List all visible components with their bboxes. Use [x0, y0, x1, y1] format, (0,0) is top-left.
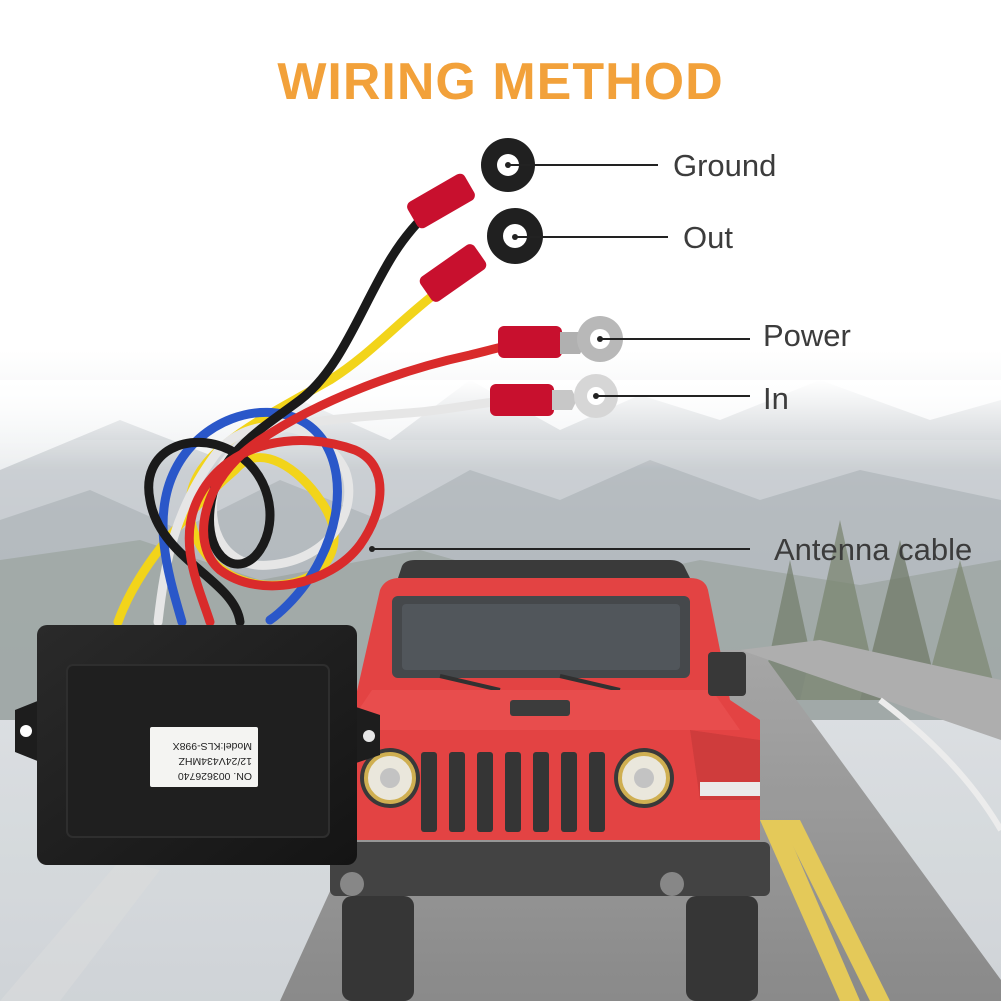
ground-label: Ground: [673, 148, 777, 183]
wire-bundle: [113, 205, 520, 627]
wire-white: [153, 397, 500, 627]
jeep-bumper: [330, 842, 770, 896]
in-label: In: [763, 381, 789, 416]
jeep: [330, 560, 770, 1001]
wire-red: [184, 339, 520, 627]
out-label: Out: [683, 220, 733, 255]
box-model-text: Model:KLS-998X: [172, 740, 252, 752]
ground-connector: [407, 173, 475, 229]
page-title: WIRING METHOD: [277, 53, 724, 111]
jeep-grille: [421, 752, 605, 832]
callout-lines: [372, 164, 750, 550]
power-connector: [498, 326, 562, 358]
box-voltage-text: 12/24V434MHZ: [178, 755, 252, 767]
box-model-sticker: ON. 003626740 12/24V434MHZ Model:KLS-998…: [150, 727, 258, 787]
jeep-mirror: [708, 652, 746, 696]
callout-dots: [369, 162, 603, 552]
jeep-headlight-left: [360, 748, 420, 808]
antenna-cable-label: Antenna cable: [774, 532, 973, 567]
out-connector: [419, 244, 487, 302]
wire-black: [144, 205, 435, 627]
power-label: Power: [763, 318, 851, 353]
jeep-headlight-right: [614, 748, 674, 808]
box-serial-text: ON. 003626740: [177, 770, 252, 782]
in-connector: [490, 384, 554, 416]
